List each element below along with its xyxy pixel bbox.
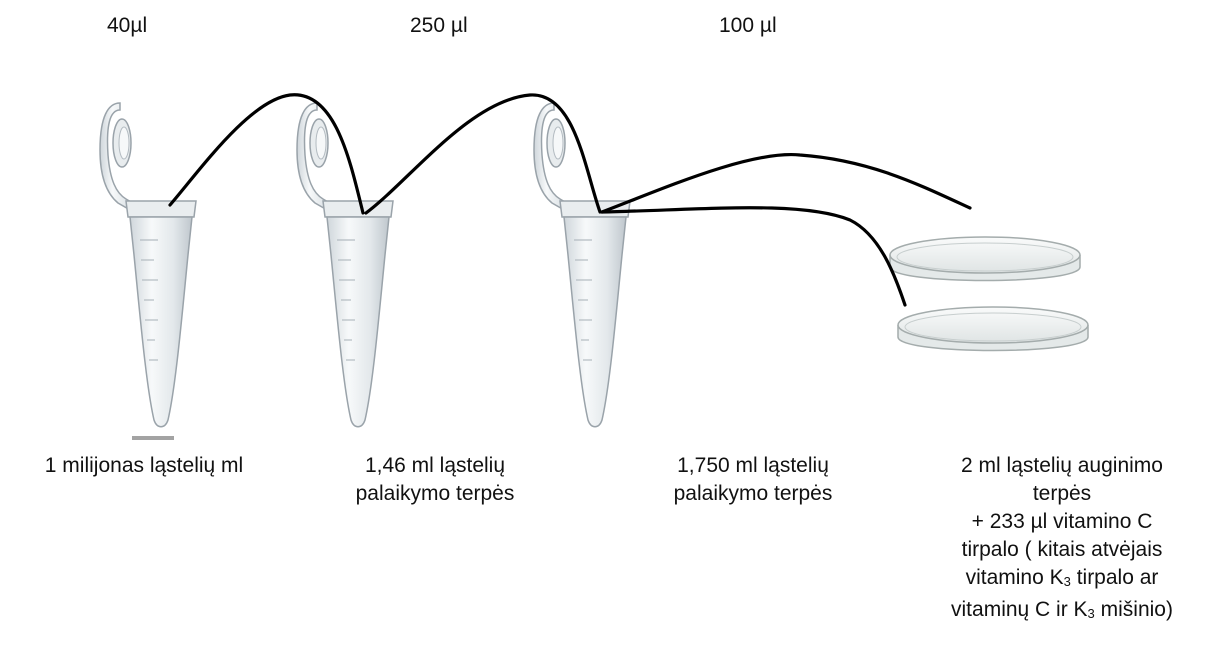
petri-dish-1 xyxy=(890,237,1080,281)
caption-tube-3-line-1: 1,750 ml ląstelių xyxy=(628,452,878,480)
caption-dish-line-6: vitaminų C ir K3 mišinio) xyxy=(912,596,1212,628)
caption-dish-line-6-b: mišinio) xyxy=(1095,598,1173,621)
volume-label-3: 100 µl xyxy=(719,14,777,38)
caption-tube-1: 1 milijonas ląstelių ml xyxy=(4,452,284,480)
caption-dish-line-1: 2 ml ląstelių auginimo xyxy=(912,452,1212,480)
transfer-line-2 xyxy=(366,95,600,213)
caption-petri-dishes: 2 ml ląstelių auginimo terpės + 233 µl v… xyxy=(912,452,1212,628)
petri-dish-2 xyxy=(898,307,1088,351)
volume-label-1: 40µl xyxy=(107,14,147,38)
caption-dish-line-5: vitamino K3 tirpalo ar xyxy=(912,564,1212,596)
volume-label-2: 250 µl xyxy=(410,14,468,38)
transfer-line-3 xyxy=(602,155,970,212)
caption-tube-3-line-2: palaikymo terpės xyxy=(628,480,878,508)
transfer-line-1 xyxy=(170,95,363,213)
caption-tube-2-line-1: 1,46 ml ląstelių xyxy=(310,452,560,480)
caption-dish-line-5-b: tirpalo ar xyxy=(1071,566,1159,589)
caption-dish-line-3: + 233 µl vitamino C xyxy=(912,508,1212,536)
caption-dish-line-2: terpės xyxy=(912,480,1212,508)
text-remnant xyxy=(132,436,174,440)
caption-dish-line-6-sub: 3 xyxy=(1088,606,1095,621)
caption-dish-line-6-a: vitaminų C ir K xyxy=(951,598,1088,621)
caption-dish-line-4: tirpalo ( kitais atvėjais xyxy=(912,536,1212,564)
caption-dish-line-5-a: vitamino K xyxy=(966,566,1064,589)
caption-tube-2-line-2: palaikymo terpės xyxy=(310,480,560,508)
tube-1 xyxy=(100,103,196,427)
transfer-line-4 xyxy=(602,208,905,305)
caption-tube-1-text: 1 milijonas ląstelių ml xyxy=(45,454,243,477)
caption-tube-3: 1,750 ml ląstelių palaikymo terpės xyxy=(628,452,878,508)
caption-dish-line-5-sub: 3 xyxy=(1064,574,1071,589)
caption-tube-2: 1,46 ml ląstelių palaikymo terpės xyxy=(310,452,560,508)
